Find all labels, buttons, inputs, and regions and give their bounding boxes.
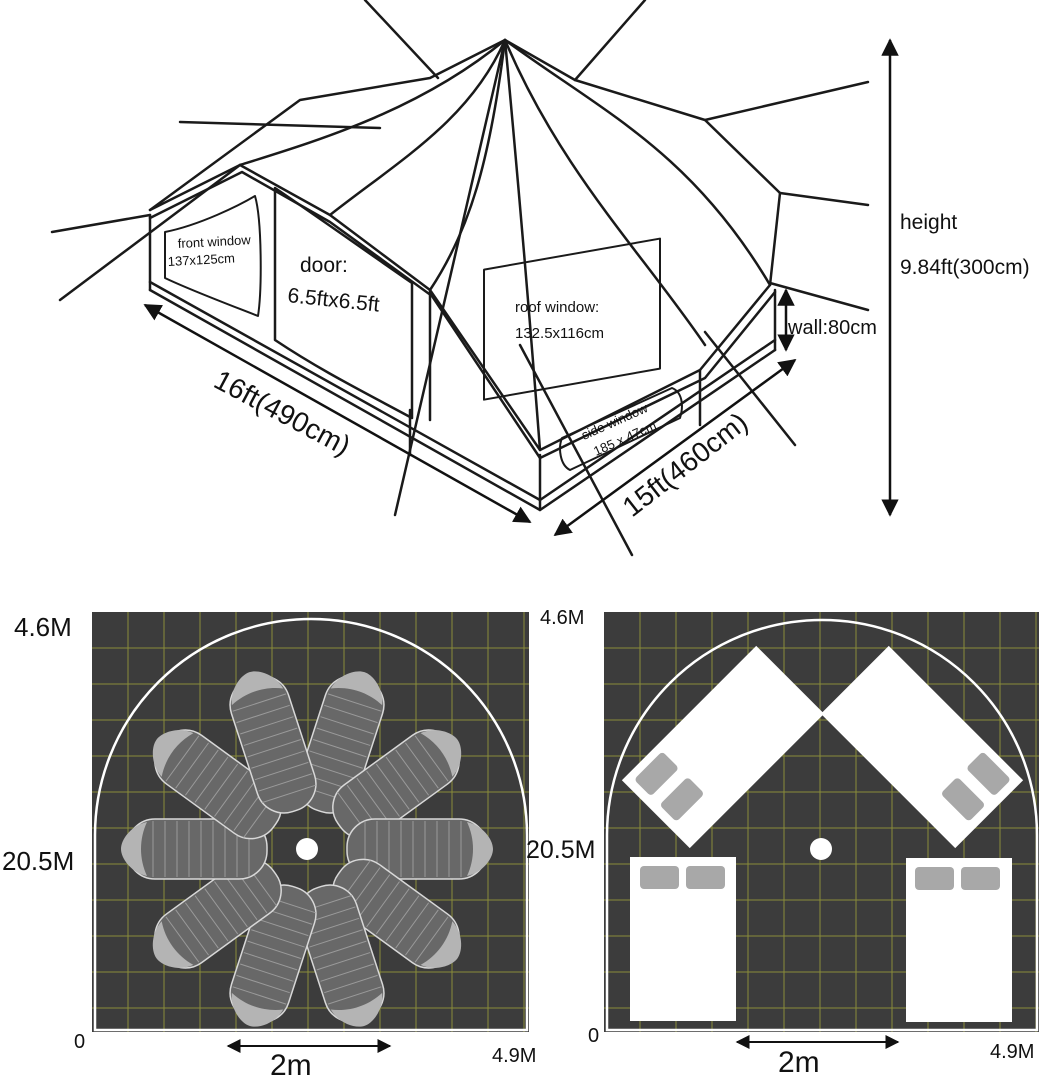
width-arrow <box>553 358 797 537</box>
plan-2-origin-label: 0 <box>588 1025 599 1047</box>
floor-plan-sleeping-bags <box>92 612 529 1032</box>
sleeping-bag <box>346 818 493 880</box>
sleeping-bag <box>229 671 317 814</box>
center-pole <box>810 838 832 860</box>
floor-plan-2-labels: 4.6M 20.5M 0 4.9M 2m <box>526 607 1034 1079</box>
tent-sketch <box>50 0 870 557</box>
roof-window-title: roof window: <box>515 299 599 316</box>
tent-outline <box>605 618 1039 1032</box>
sleeping-bag <box>297 671 385 814</box>
bed <box>820 645 1024 849</box>
sleeping-bag <box>121 818 268 880</box>
height-value: 9.84ft(300cm) <box>900 256 1030 279</box>
plan-2-right-label: 4.9M <box>990 1041 1034 1063</box>
sleeping-bag <box>229 884 317 1027</box>
tent-labels: front window 137x125cm door: 6.5ftx6.5ft… <box>167 211 1029 523</box>
pillow <box>661 778 703 821</box>
wall-label: wall:80cm <box>787 317 877 339</box>
pillow <box>686 866 725 889</box>
door-size: 6.5ftx6.5ft <box>286 284 380 317</box>
sleeping-bag <box>152 858 282 969</box>
plan-2-top-label: 4.6M <box>540 607 584 629</box>
length-arrow <box>143 303 532 524</box>
pillow <box>915 867 954 890</box>
pillow <box>942 778 984 821</box>
sleeping-bag <box>152 729 282 840</box>
pillow <box>961 867 1000 890</box>
plan-1-mid-label: 20.5M <box>2 846 74 876</box>
plan-1-scale-label: 2m <box>270 1049 312 1079</box>
front-window-size: 137x125cm <box>167 250 235 268</box>
front-window-frame <box>164 195 262 317</box>
sleeping-bags <box>121 671 493 1027</box>
center-pole <box>296 838 318 860</box>
guy-ropes <box>50 0 870 557</box>
plan-1-top-label: 4.6M <box>14 612 72 642</box>
floor-plan-1-labels: 4.6M 20.5M 0 4.9M 2m <box>2 612 536 1079</box>
plan-2-mid-label: 20.5M <box>526 836 595 864</box>
front-window-title: front window <box>177 232 251 251</box>
roof-window-frame <box>483 237 661 401</box>
bed <box>621 645 825 849</box>
pillow <box>635 752 678 795</box>
bed <box>630 857 736 1021</box>
roof-window-size: 132.5x116cm <box>515 325 604 342</box>
height-title: height <box>900 211 957 234</box>
plan-1-right-label: 4.9M <box>492 1045 536 1067</box>
dimension-arrows <box>143 38 899 537</box>
bed <box>906 858 1012 1022</box>
floor-plan-beds <box>604 612 1039 1032</box>
beds <box>621 645 1024 1022</box>
plan-2-scale-label: 2m <box>778 1046 820 1079</box>
tent-outline <box>93 617 529 1032</box>
pillow <box>967 752 1010 795</box>
sleeping-bag <box>297 884 385 1027</box>
door-title: door: <box>300 254 348 277</box>
plan-1-origin-label: 0 <box>74 1031 85 1053</box>
pillow <box>640 866 679 889</box>
